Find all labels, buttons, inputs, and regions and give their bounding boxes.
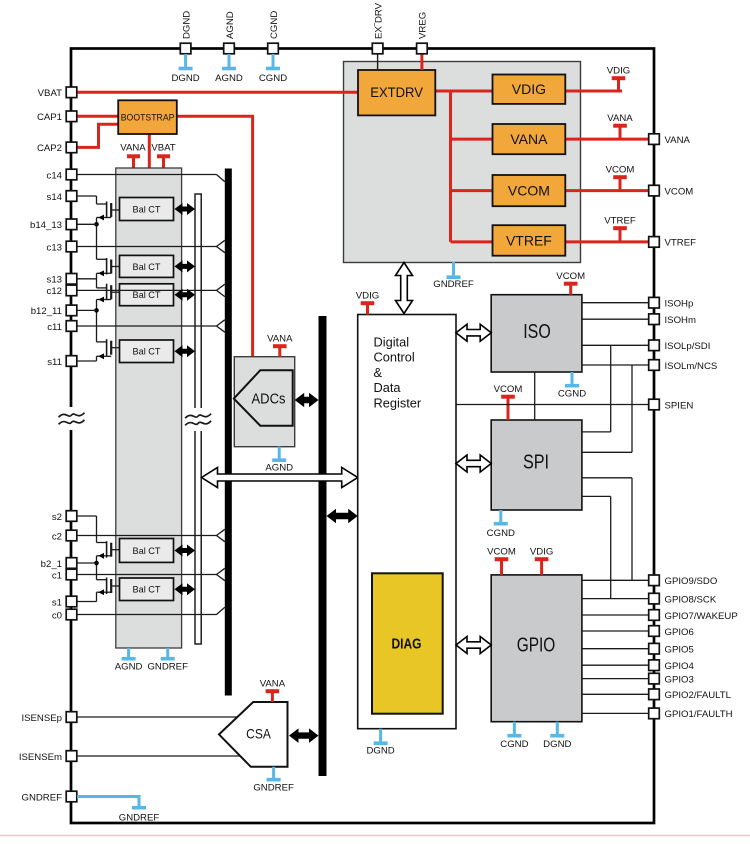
svg-text:VCOM: VCOM [494,384,523,395]
svg-text:ISENSEm: ISENSEm [19,752,62,763]
svg-text:VANA: VANA [267,334,293,345]
svg-text:VTREF: VTREF [665,238,697,249]
svg-text:AGND: AGND [225,11,236,39]
svg-text:VANA: VANA [607,113,633,124]
svg-text:GNDREF: GNDREF [253,783,294,794]
svg-text:b12_11: b12_11 [31,306,62,317]
svg-text:CGND: CGND [558,389,586,400]
svg-text:CAP1: CAP1 [37,112,62,123]
svg-text:GPIO6: GPIO6 [665,627,694,638]
svg-text:b14_13: b14_13 [30,220,62,231]
svg-text:BOOTSTRAP: BOOTSTRAP [121,113,175,124]
svg-text:c11: c11 [47,322,62,333]
svg-text:VANA: VANA [665,135,691,146]
svg-text:VTREF: VTREF [604,216,636,227]
svg-text:s14: s14 [47,192,63,203]
svg-text:c13: c13 [47,242,62,253]
svg-text:AGND: AGND [265,463,293,474]
svg-text:VCOM: VCOM [508,182,550,198]
svg-text:DGND: DGND [543,739,571,750]
svg-text:Digital: Digital [374,335,410,350]
svg-text:Register: Register [374,395,422,410]
svg-text:ISOHm: ISOHm [665,315,696,326]
svg-text:VDIG: VDIG [356,291,379,302]
svg-text:ISOHp: ISOHp [665,299,694,310]
svg-text:VCOM: VCOM [665,186,694,197]
svg-text:ISO: ISO [523,321,551,343]
svg-text:s13: s13 [47,275,62,286]
svg-text:VREG: VREG [418,12,429,39]
svg-text:DIAG: DIAG [392,636,422,653]
svg-text:DGND: DGND [171,73,199,84]
svg-text:c14: c14 [47,170,63,181]
svg-text:Bal CT: Bal CT [133,585,161,596]
svg-text:ADCs: ADCs [252,391,286,408]
svg-text:VDIG: VDIG [607,66,630,77]
svg-text:GPIO3: GPIO3 [665,674,694,685]
svg-text:VBAT: VBAT [38,88,62,99]
svg-text:s1: s1 [52,597,62,608]
svg-text:c1: c1 [52,570,62,581]
svg-text:CGND: CGND [259,73,287,84]
svg-text:&: & [374,365,383,380]
svg-text:b2_1: b2_1 [41,559,62,570]
svg-text:CGND: CGND [487,528,515,539]
svg-text:ISOLm/NCS: ISOLm/NCS [665,361,718,372]
svg-text:VANA: VANA [120,142,146,153]
svg-text:c2: c2 [52,531,62,542]
svg-text:s11: s11 [47,357,62,368]
svg-text:EXTDRV: EXTDRV [370,85,423,100]
svg-text:EX‾DRV: EX‾DRV [373,2,384,39]
svg-text:GNDREF: GNDREF [21,792,62,803]
svg-text:GPIO7/WAKEUP: GPIO7/WAKEUP [665,611,738,622]
svg-text:VBAT: VBAT [151,142,175,153]
svg-text:VANA: VANA [260,679,286,690]
svg-text:AGND: AGND [215,73,243,84]
svg-text:GPIO2/FAULTL: GPIO2/FAULTL [665,690,732,701]
svg-text:VDIG: VDIG [512,81,546,97]
svg-text:ISENSEp: ISENSEp [21,713,62,724]
svg-text:c12: c12 [47,286,62,297]
svg-text:GNDREF: GNDREF [433,279,474,290]
svg-text:Bal CT: Bal CT [133,204,161,215]
svg-text:Control: Control [374,350,415,365]
svg-text:VANA: VANA [510,131,548,147]
svg-text:AGND: AGND [115,662,143,673]
svg-text:VCOM: VCOM [606,165,635,176]
svg-text:DGND: DGND [366,746,394,757]
svg-text:GPIO: GPIO [517,635,556,657]
svg-text:GPIO8/SCK: GPIO8/SCK [665,594,717,605]
svg-text:CGND: CGND [500,739,528,750]
svg-text:CGND: CGND [269,11,280,39]
svg-text:Bal CT: Bal CT [133,262,161,273]
svg-text:VCOM: VCOM [556,271,585,282]
svg-text:VTREF: VTREF [506,232,552,248]
svg-text:c0: c0 [52,610,62,621]
svg-text:ISOLp/SDI: ISOLp/SDI [665,341,711,352]
svg-text:SPI: SPI [523,451,549,473]
svg-text:VDIG: VDIG [530,547,553,558]
svg-text:Bal CT: Bal CT [133,546,161,557]
svg-text:GNDREF: GNDREF [147,662,188,673]
svg-text:GPIO1/FAULTH: GPIO1/FAULTH [665,709,733,720]
svg-text:SPIEN: SPIEN [665,400,694,411]
svg-text:Bal CT: Bal CT [133,347,161,358]
svg-text:CSA: CSA [246,726,271,742]
svg-text:GPIO5: GPIO5 [665,645,694,656]
svg-text:VCOM: VCOM [487,547,516,558]
svg-text:Bal CT: Bal CT [133,290,161,301]
svg-text:DGND: DGND [181,11,192,39]
svg-text:GPIO9/SDO: GPIO9/SDO [665,576,718,587]
svg-text:GPIO4: GPIO4 [665,661,695,672]
svg-text:Data: Data [374,380,402,395]
svg-text:GNDREF: GNDREF [119,813,160,824]
svg-text:s2: s2 [52,512,62,523]
svg-text:CAP2: CAP2 [37,143,62,154]
